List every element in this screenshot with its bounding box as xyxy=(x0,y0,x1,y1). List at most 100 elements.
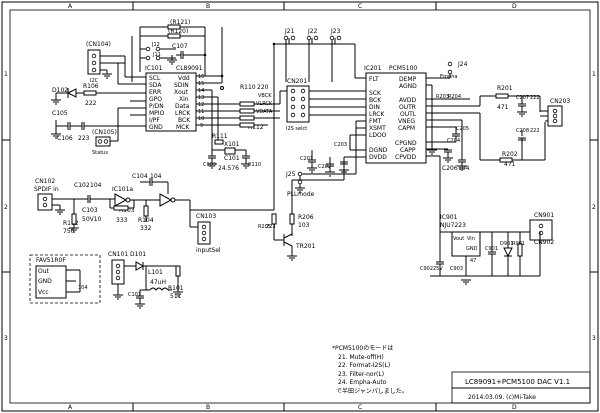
mode-jumpers: J21 J22 J23 xyxy=(272,28,366,150)
fav-cap-value: 104 xyxy=(78,285,88,291)
ic201-pin-outr: OUTR xyxy=(399,104,416,111)
j21-label: J21 xyxy=(284,28,295,35)
vbck-label: VBCK xyxy=(258,93,272,99)
c101b-label: C101 xyxy=(128,292,141,298)
j22-label: J22 xyxy=(307,28,318,35)
ic901-pin-vout: Vout xyxy=(453,236,464,242)
note-line-6: で半田ジャンパしました。 xyxy=(336,387,408,395)
x101-label: X101 xyxy=(224,141,240,148)
fav-pin-gnd: GND xyxy=(38,278,52,285)
j24-label: J24 xyxy=(457,61,468,68)
r204-label: R204 xyxy=(448,94,461,100)
cn105-label: (CN105) xyxy=(92,129,117,136)
ic101-pin-sdin: SDIN xyxy=(174,82,189,89)
ic201-support-caps: C201 C202 C203 J25 PLLmode C204 C205 C20… xyxy=(285,85,470,198)
i2s-select-label: I2S selct xyxy=(286,126,307,132)
ic201-pin-cpgnd: CPGND xyxy=(395,140,417,147)
i2c-connector: (CN104) I2C xyxy=(86,41,125,84)
spdif-label: SPDIF in xyxy=(34,186,59,193)
v25-label: 25V xyxy=(433,266,443,272)
r206-value: 103 xyxy=(298,222,310,229)
ic101-pin-pdn: P/DN xyxy=(149,103,164,110)
spdif-input: CN102 SPDIF in C102 104 C103 50V10 R102 … xyxy=(34,150,275,235)
note-line-1: *PCM5100のモードは xyxy=(332,345,393,352)
empha-label: Empha xyxy=(440,74,457,80)
r103-value: 333 xyxy=(116,217,128,224)
cn201-i2s-select: CN201 I2S selct xyxy=(279,78,366,132)
col-label-c-bottom: C xyxy=(358,404,362,411)
row-label-2-right: 2 xyxy=(592,204,596,211)
title-block: LC89091+PCM5100 DAC V1.1 2014.03.09. (c)… xyxy=(451,371,591,404)
power-input: CN101 D101 L101 47uH C101 R101 511 xyxy=(108,251,184,309)
j24-empha: J24 Empha xyxy=(426,61,468,80)
r110-value: 220 xyxy=(257,84,269,91)
j12-label: J12 xyxy=(151,42,160,48)
ic101-pin-xout: Xout xyxy=(174,89,189,96)
cn101-label: CN101 xyxy=(108,251,128,258)
d102-label: D102 xyxy=(52,87,68,94)
mode-notes: *PCM5100のモードは 21. Mute-off(H) 22. Format… xyxy=(332,345,408,395)
c110-label: C110 xyxy=(248,162,261,168)
c204-label: C204 xyxy=(447,138,460,144)
note-line-2: 21. Mute-off(H) xyxy=(338,354,384,361)
ic201-pin-bck: BCK xyxy=(369,97,382,104)
col-label-a: A xyxy=(68,3,73,10)
c102-label: C102 xyxy=(74,182,90,189)
ic101-pin-vdd: Vdd xyxy=(178,75,190,82)
row-label-1: 1 xyxy=(4,71,8,78)
c103-label: C103 xyxy=(82,207,98,214)
r201-value: 471 xyxy=(497,104,509,111)
r206-label: R206 xyxy=(298,214,314,221)
c207-value: 222 xyxy=(530,95,540,101)
ic201-pin-lrck: LRCK xyxy=(369,111,385,118)
r110-label: R110 xyxy=(240,84,256,91)
note-line-5: 24. Empha-Auto xyxy=(338,379,387,386)
r202-value: 471 xyxy=(504,161,516,168)
status-label: Status xyxy=(92,150,108,156)
col-label-b: B xyxy=(206,3,210,10)
r101-label: R101 xyxy=(168,285,184,292)
c201-label: C201 xyxy=(300,156,313,162)
c101-label: C101 xyxy=(224,155,240,162)
ic201-pin-fmt: FMT xyxy=(369,118,382,125)
ic101-num-13: 13 xyxy=(198,95,204,101)
c107-cap: C107 xyxy=(166,27,207,76)
ic101-pin-xin: Xin xyxy=(179,96,189,103)
c902-label: C902 xyxy=(420,266,433,272)
ic101a-label: IC101a xyxy=(112,186,133,193)
c205-label: C205 xyxy=(456,126,469,132)
ic201-ref: IC201 xyxy=(364,65,382,72)
ic101-num-10: 10 xyxy=(198,116,204,122)
c202-label: C202 xyxy=(318,164,331,170)
ic201-part: PCM5100 xyxy=(389,65,417,72)
c109-label: C109 xyxy=(203,162,216,168)
d102-led: D102 R106 222 xyxy=(50,83,146,107)
ic201-pcm5100: IC201 PCM5100 FLT SCK BCK DIN LRCK FMT X… xyxy=(344,65,480,164)
ic201-pin-agnd: AGND xyxy=(399,83,417,90)
c104-label: C104 xyxy=(132,173,148,180)
r201-label: R201 xyxy=(497,85,513,92)
r121-label: (R121) xyxy=(170,19,190,26)
c107-label: C107 xyxy=(172,43,188,50)
ic201-pin-avdd: AVDD xyxy=(399,97,416,104)
output-filter: R201 471 C207 222 C208 222 R202 471 CN20… xyxy=(479,85,570,168)
ic101-pin-gpo: GPO xyxy=(149,96,162,103)
d101-label: D101 xyxy=(130,251,146,258)
ic101-num-16: 16 xyxy=(198,74,204,80)
r120-label: (R120) xyxy=(168,28,188,35)
tr201-label: TR201 xyxy=(295,243,315,250)
cn902-label: CN902 xyxy=(534,239,554,246)
r112-label: R112 xyxy=(248,124,264,131)
col-label-d-bottom: D xyxy=(512,404,517,411)
crystal-x101: R110 220 VBCK VLRCK VDATA R112 R111 X101… xyxy=(203,84,280,172)
ic101-pin-err: ERR xyxy=(149,89,161,96)
ic101-pin-mck: MCK xyxy=(176,124,190,131)
col-label-d: D xyxy=(512,3,517,10)
note-line-3: 22. Format-I2S(L) xyxy=(338,362,390,369)
l101-value: 47uH xyxy=(150,279,166,286)
title-text: LC89091+PCM5100 DAC V1.1 xyxy=(465,378,570,386)
ic201-pin-xsmt: XSMT xyxy=(369,125,386,132)
l101-label: L101 xyxy=(148,269,163,276)
vdata-label: VDATA xyxy=(256,109,273,115)
j11-label: J11 xyxy=(152,52,161,58)
